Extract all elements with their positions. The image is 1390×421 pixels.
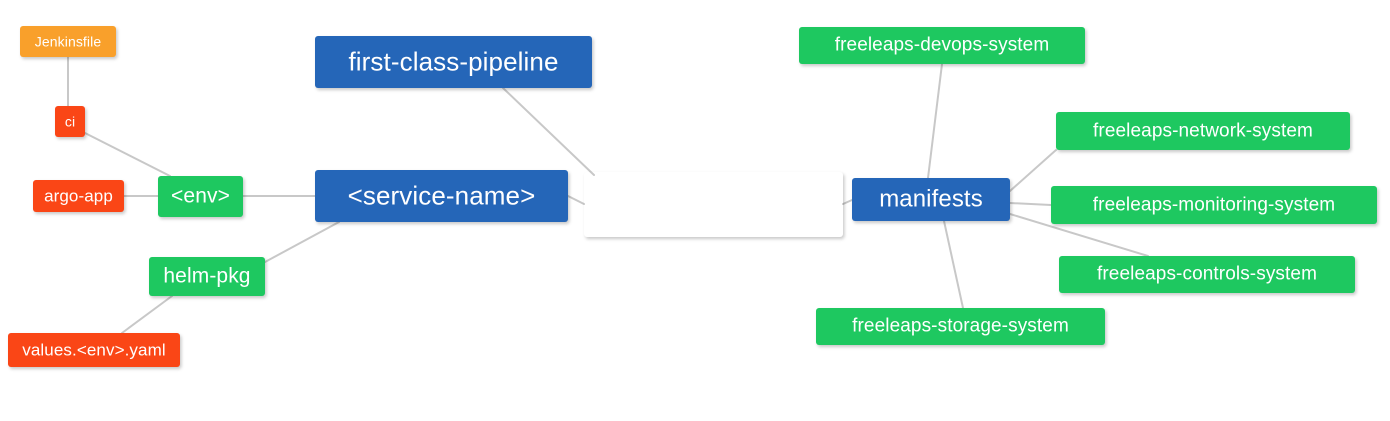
edge-freeleaps-ops-to-service-name xyxy=(567,195,585,205)
node-manifests[interactable]: manifests xyxy=(852,178,1010,221)
edge-freeleaps-ops-to-manifests xyxy=(842,199,853,205)
node-label-helm-pkg: helm-pkg xyxy=(163,264,251,288)
node-label-freeleaps-devops-system: freeleaps-devops-system xyxy=(834,34,1050,56)
node-helm-pkg[interactable]: helm-pkg xyxy=(149,257,265,296)
node-label-env: <env> xyxy=(171,184,230,208)
node-label-values-env-yaml: values.<env>.yaml xyxy=(22,340,166,359)
node-label-service-name: <service-name> xyxy=(347,180,536,211)
node-argo-app[interactable]: argo-app xyxy=(33,180,124,212)
node-freeleaps-devops-system[interactable]: freeleaps-devops-system xyxy=(799,27,1085,64)
node-label-first-class-pipeline: first-class-pipeline xyxy=(348,46,559,77)
node-label-freeleaps-monitoring-system: freeleaps-monitoring-system xyxy=(1092,194,1336,215)
node-freeleaps-ops[interactable]: freeleaps-ops xyxy=(584,172,843,237)
node-label-freeleaps-storage-system: freeleaps-storage-system xyxy=(852,315,1069,337)
node-label-argo-app: argo-app xyxy=(44,186,113,205)
edge-manifests-to-freeleaps-monitoring-system xyxy=(1009,202,1052,206)
edge-manifests-to-freeleaps-devops-system xyxy=(927,63,943,179)
edge-env-to-ci xyxy=(84,132,171,177)
node-ci[interactable]: ci xyxy=(55,106,85,137)
node-freeleaps-monitoring-system[interactable]: freeleaps-monitoring-system xyxy=(1051,186,1377,224)
edge-service-name-to-helm-pkg xyxy=(264,221,340,263)
node-label-manifests: manifests xyxy=(879,185,983,212)
node-label-ci: ci xyxy=(64,113,76,129)
node-env[interactable]: <env> xyxy=(158,176,243,217)
node-label-freeleaps-ops: freeleaps-ops xyxy=(621,187,806,220)
edge-manifests-to-freeleaps-storage-system xyxy=(943,220,964,309)
edge-helm-pkg-to-values-env-yaml xyxy=(121,295,173,334)
edge-manifests-to-freeleaps-network-system xyxy=(1009,149,1057,192)
node-label-freeleaps-controls-system: freeleaps-controls-system xyxy=(1096,263,1318,285)
edge-freeleaps-ops-to-first-class-pipeline xyxy=(502,87,595,176)
node-label-Jenkinsfile: Jenkinsfile xyxy=(34,33,102,49)
node-label-freeleaps-network-system: freeleaps-network-system xyxy=(1093,120,1313,141)
node-service-name[interactable]: <service-name> xyxy=(315,170,568,222)
node-freeleaps-network-system[interactable]: freeleaps-network-system xyxy=(1056,112,1350,150)
node-freeleaps-storage-system[interactable]: freeleaps-storage-system xyxy=(816,308,1105,345)
node-values-env-yaml[interactable]: values.<env>.yaml xyxy=(8,333,180,367)
node-freeleaps-controls-system[interactable]: freeleaps-controls-system xyxy=(1059,256,1355,293)
node-Jenkinsfile[interactable]: Jenkinsfile xyxy=(20,26,116,57)
node-first-class-pipeline[interactable]: first-class-pipeline xyxy=(315,36,592,88)
